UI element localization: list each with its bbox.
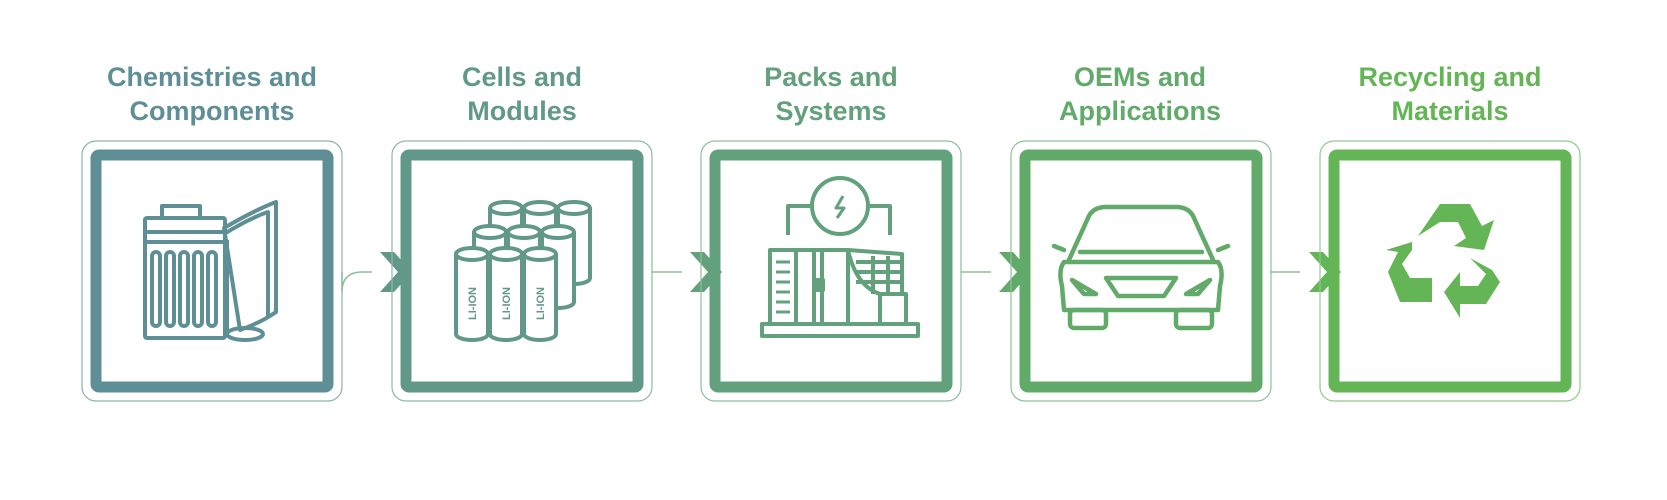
stage-title-chemistries: Chemistries and Components	[62, 60, 362, 128]
stage-title-line: Systems	[775, 96, 887, 126]
battery-materials-icon	[143, 200, 278, 342]
stage-title-oems: OEMs and Applications	[990, 60, 1290, 128]
stage-title-line: Modules	[467, 96, 577, 126]
stage-title-line: Packs and	[764, 62, 898, 92]
stage-box-cells: LI-ION LI-ION LI-ION	[391, 140, 653, 402]
stage-title-line: OEMs and	[1073, 62, 1207, 92]
cell-label: LI-ION	[467, 287, 479, 320]
stage-title-line: Materials	[1391, 96, 1509, 126]
recycle-icon	[1386, 204, 1500, 318]
stage-title-line: Cells and	[461, 62, 583, 92]
car-icon	[1051, 204, 1231, 331]
stage-title-line: Chemistries and	[106, 62, 318, 92]
stage-box-packs	[700, 140, 962, 402]
stage-title-line: Applications	[1058, 96, 1221, 126]
stage-title-line: Recycling and	[1358, 62, 1542, 92]
stage-title-packs: Packs and Systems	[681, 60, 981, 128]
stage-title-cells: Cells and Modules	[372, 60, 672, 128]
stage-title-line: Components	[129, 96, 295, 126]
stage-title-recycling: Recycling and Materials	[1300, 60, 1600, 128]
stage-box-recycling	[1319, 140, 1581, 402]
cell-label: LI-ION	[501, 287, 513, 320]
cell-label: LI-ION	[535, 287, 547, 320]
stage-box-oems	[1010, 140, 1272, 402]
battery-cells-icon	[454, 200, 592, 342]
stage-box-chemistries	[81, 140, 343, 402]
energy-storage-system-icon	[760, 176, 920, 338]
